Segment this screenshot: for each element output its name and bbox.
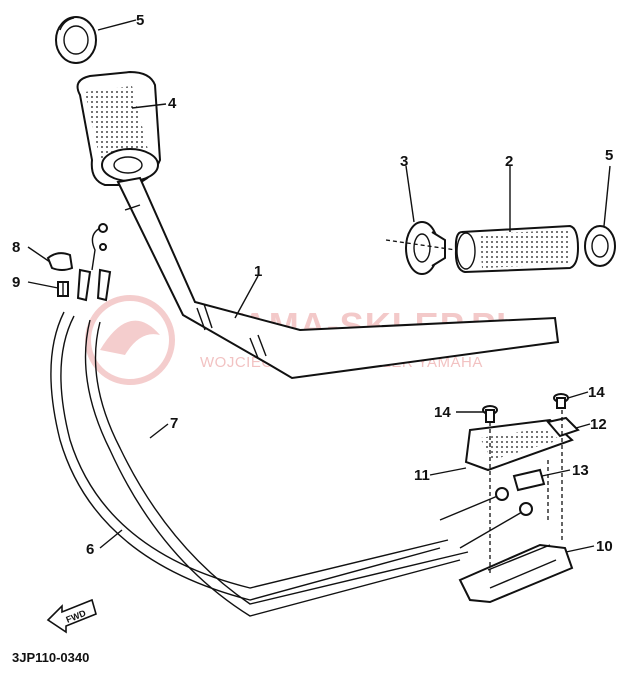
part-8-clamp — [46, 252, 74, 271]
callout-14-right: 14 — [588, 384, 605, 401]
callout-8: 8 — [12, 239, 20, 256]
part-9-screw — [57, 281, 69, 297]
callout-13: 13 — [572, 462, 589, 479]
callout-5-top: 5 — [136, 12, 144, 29]
part-4-left-grip — [76, 70, 162, 186]
part-1-handlebar — [116, 176, 560, 380]
part-11-housing-plate — [464, 418, 574, 472]
callout-7: 7 — [170, 415, 178, 432]
part-14-screws — [482, 393, 569, 423]
leader-lines — [27, 19, 611, 553]
part-code: 3JP110-0340 — [12, 650, 89, 665]
fwd-arrow-icon: FWD — [46, 598, 97, 634]
callout-9: 9 — [12, 274, 20, 291]
callouts: 5 4 1 2 3 5 7 6 8 9 10 11 12 13 14 14 — [12, 12, 613, 558]
part-5-grip-end-right — [584, 225, 616, 267]
callout-1: 1 — [254, 263, 262, 280]
callout-11: 11 — [414, 467, 430, 484]
part-12-cover — [546, 416, 580, 438]
part-6-7-throttle-cables — [50, 223, 533, 617]
watermark-logo — [85, 295, 175, 385]
callout-2: 2 — [505, 153, 513, 170]
part-3-throttle-collar — [405, 221, 446, 275]
callout-14-left: 14 — [434, 404, 451, 421]
part-5-grip-end-left — [55, 16, 97, 64]
part-10-lower-housing — [458, 543, 574, 604]
part-13-plate — [512, 468, 546, 492]
callout-4: 4 — [168, 95, 177, 112]
callout-3: 3 — [400, 153, 408, 170]
assembly-lines — [385, 239, 563, 575]
callout-5-right: 5 — [605, 147, 613, 164]
part-2-right-grip — [454, 224, 580, 274]
callout-12: 12 — [590, 416, 607, 433]
callout-10: 10 — [596, 538, 613, 555]
callout-6: 6 — [86, 541, 94, 558]
